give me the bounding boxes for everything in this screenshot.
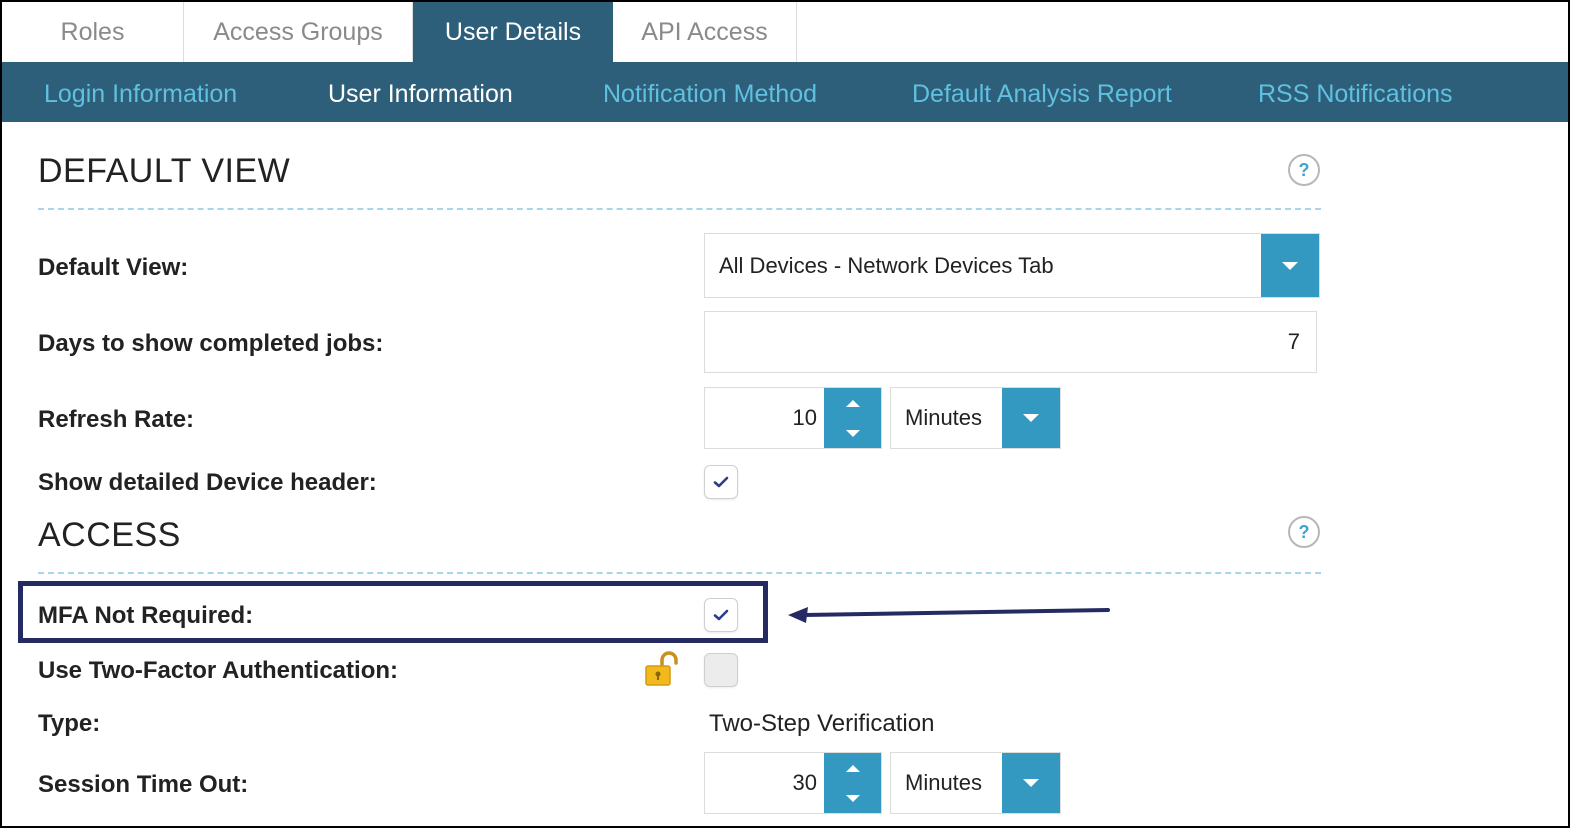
dropdown-button[interactable] (1002, 753, 1060, 813)
refresh-rate-unit-select[interactable]: Minutes (890, 387, 1061, 449)
type-label: Type: (38, 710, 101, 737)
detailed-header-checkbox[interactable] (704, 465, 738, 499)
spin-buttons (824, 753, 881, 813)
detailed-header-label: Show detailed Device header: (38, 469, 377, 496)
help-icon[interactable]: ? (1288, 516, 1320, 548)
two-factor-label: Use Two-Factor Authentication: (38, 657, 398, 684)
chevron-down-icon (1023, 414, 1039, 422)
refresh-rate-label: Refresh Rate: (38, 406, 195, 433)
sub-nav-bar: Login Information User Information Notif… (2, 62, 1568, 122)
two-factor-checkbox[interactable] (704, 653, 738, 687)
subnav-rss-notifications[interactable]: RSS Notifications (1258, 80, 1453, 108)
days-completed-jobs-value: 7 (1287, 329, 1300, 354)
increment-button[interactable] (824, 388, 881, 418)
mfa-not-required-label: MFA Not Required: (38, 602, 254, 629)
tab-label: Roles (60, 17, 125, 46)
chevron-down-icon (845, 429, 860, 437)
default-view-label: Default View: (38, 254, 189, 281)
tab-roles[interactable]: Roles (2, 2, 184, 62)
tab-label: User Details (444, 17, 582, 46)
tab-api-access[interactable]: API Access (613, 2, 797, 62)
chevron-up-icon (845, 399, 860, 407)
chevron-up-icon (845, 764, 860, 772)
session-timeout-unit: Minutes (905, 770, 983, 795)
session-timeout-value: 30 (792, 770, 817, 795)
chevron-down-icon (1282, 261, 1298, 270)
dropdown-button[interactable] (1002, 388, 1060, 448)
dropdown-button[interactable] (1261, 234, 1319, 297)
tab-user-details[interactable]: User Details (413, 2, 613, 62)
refresh-rate-unit: Minutes (905, 405, 983, 430)
subnav-user-information[interactable]: User Information (328, 80, 513, 108)
default-view-heading: DEFAULT VIEW (38, 152, 291, 190)
annotation-arrow-icon (788, 607, 1110, 623)
default-view-select[interactable]: All Devices - Network Devices Tab (704, 233, 1320, 298)
spin-buttons (824, 388, 881, 448)
top-tab-bar: Roles Access Groups User Details API Acc… (2, 2, 1568, 62)
access-heading: ACCESS (38, 516, 181, 554)
increment-button[interactable] (824, 753, 881, 783)
tab-label: Access Groups (213, 17, 383, 46)
refresh-rate-stepper[interactable]: 10 (704, 387, 882, 449)
days-completed-jobs-input[interactable]: 7 (704, 311, 1317, 373)
days-completed-jobs-label: Days to show completed jobs: (38, 330, 384, 357)
type-value: Two-Step Verification (709, 710, 935, 737)
subnav-notification-method[interactable]: Notification Method (603, 80, 818, 108)
checkmark-icon (713, 476, 729, 488)
section-divider (38, 208, 1321, 210)
decrement-button[interactable] (824, 783, 881, 813)
subnav-login-information[interactable]: Login Information (44, 80, 238, 108)
help-icon[interactable]: ? (1288, 154, 1320, 186)
unlocked-padlock-icon (645, 651, 678, 686)
chevron-down-icon (1023, 779, 1039, 787)
checkmark-icon (713, 609, 729, 621)
annotation-highlight-box (18, 581, 768, 643)
tab-label: API Access (641, 17, 768, 46)
default-view-value: All Devices - Network Devices Tab (719, 252, 1054, 278)
section-divider (38, 572, 1321, 574)
mfa-not-required-checkbox[interactable] (704, 598, 738, 632)
session-timeout-stepper[interactable]: 30 (704, 752, 882, 814)
subnav-default-analysis-report[interactable]: Default Analysis Report (912, 80, 1172, 108)
tab-access-groups[interactable]: Access Groups (184, 2, 413, 62)
chevron-down-icon (845, 794, 860, 802)
session-timeout-label: Session Time Out: (38, 771, 249, 798)
decrement-button[interactable] (824, 418, 881, 448)
refresh-rate-value: 10 (792, 405, 817, 430)
session-timeout-unit-select[interactable]: Minutes (890, 752, 1061, 814)
